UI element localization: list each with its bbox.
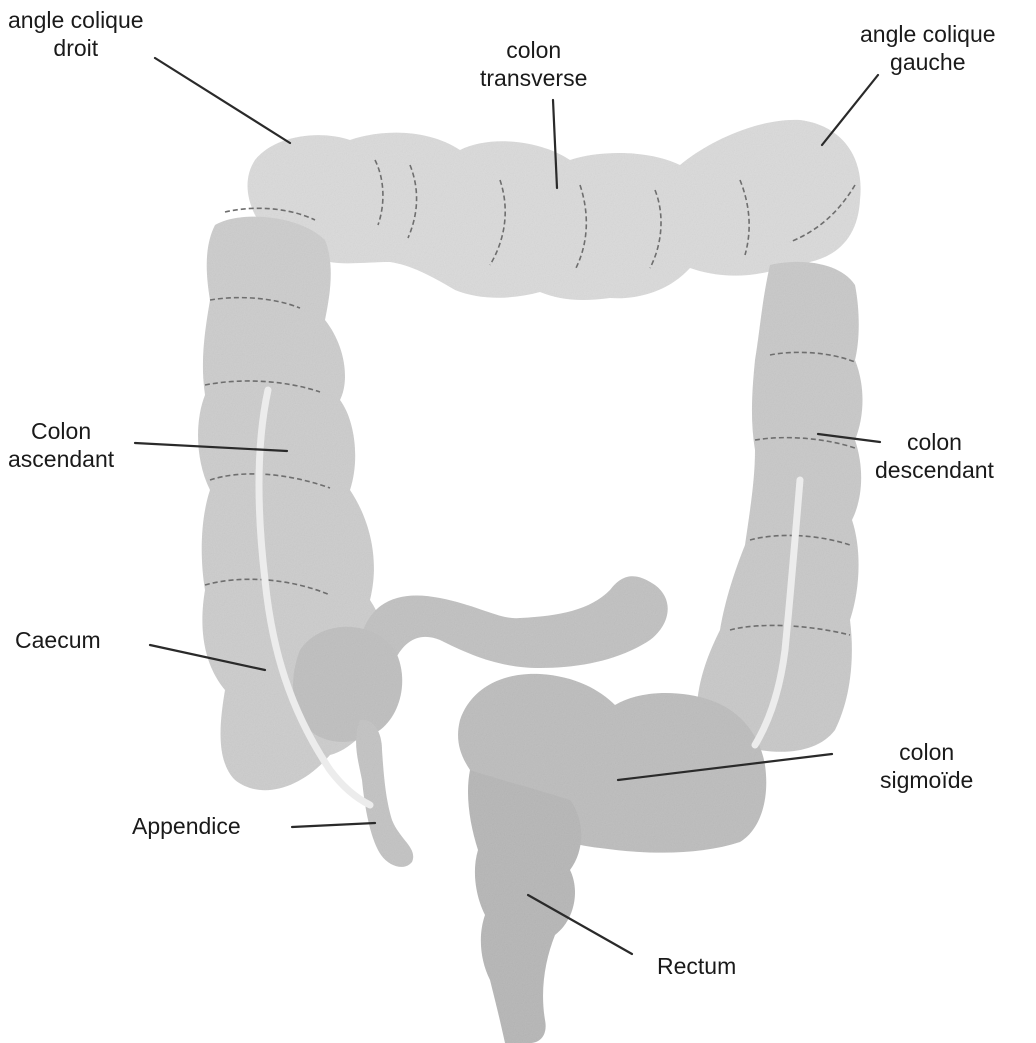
rectum-organ xyxy=(468,770,581,1043)
label-appendice: Appendice xyxy=(132,812,241,840)
caecum-bulb xyxy=(293,627,402,742)
leader-angle-gauche xyxy=(822,75,878,145)
label-angle-colique-gauche: angle colique gauche xyxy=(860,20,996,76)
appendix xyxy=(356,720,413,867)
ileum xyxy=(360,576,668,668)
label-colon-ascendant: Colon ascendant xyxy=(8,417,114,473)
label-caecum: Caecum xyxy=(15,626,101,654)
label-colon-sigmoide: colon sigmoïde xyxy=(880,738,973,794)
leader-angle-droit xyxy=(155,58,290,143)
label-colon-transverse: colon transverse xyxy=(480,36,587,92)
leader-appendice xyxy=(292,823,375,827)
label-angle-colique-droit: angle colique droit xyxy=(8,6,144,62)
label-rectum: Rectum xyxy=(657,952,736,980)
label-colon-descendant: colon descendant xyxy=(875,428,994,484)
